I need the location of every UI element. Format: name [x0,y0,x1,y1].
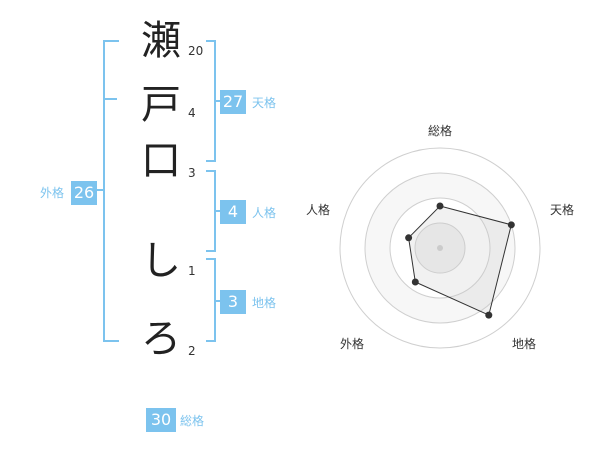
stroke-count-2: 4 [188,106,196,120]
tenkaku-label: 天格 [252,96,277,110]
stroke-count-1: 20 [188,44,204,58]
radar-axis-label-chikaku: 地格 [511,337,536,351]
radar-polygon [408,205,512,316]
name-char-2: 戸 [141,82,181,128]
radar-axis-label-tenkaku: 天格 [549,203,574,217]
gaikaku-label: 外格 [40,186,65,200]
gaikaku-bracket-tick [103,98,117,100]
chikaku-value: 3 [220,290,246,314]
tenkaku-connector [214,100,222,102]
tenkaku-value: 27 [220,90,246,114]
jinkaku-connector [214,210,222,212]
stroke-count-4: 1 [188,264,196,278]
jinkaku-label: 人格 [252,206,277,220]
soukaku-value: 30 [146,408,176,432]
name-char-1: 瀬 [141,18,181,64]
stroke-count-3: 3 [188,166,196,180]
radar-axis-label-gaikaku: 外格 [339,337,364,351]
radar-center [437,245,443,251]
name-char-5: ろ [141,316,181,362]
soukaku-label: 総格 [180,414,205,428]
radar-axis-label-soukaku: 総格 [427,124,452,138]
name-char-4: し [141,238,181,284]
chikaku-label: 地格 [252,296,277,310]
chikaku-connector [214,300,222,302]
name-char-3: 口 [141,138,181,184]
jinkaku-value: 4 [220,200,246,224]
radar-point-gaikaku [411,278,419,286]
radar-axis-label-jinkaku: 人格 [305,203,330,217]
gaikaku-connector [96,189,104,191]
gaikaku-bracket [103,40,119,342]
stroke-count-5: 2 [188,344,196,358]
radar-point-chikaku [485,311,493,319]
gaikaku-value: 26 [71,181,97,205]
radar-point-soukaku [436,202,444,210]
radar-point-jinkaku [405,234,413,242]
radar-point-tenkaku [507,221,515,229]
